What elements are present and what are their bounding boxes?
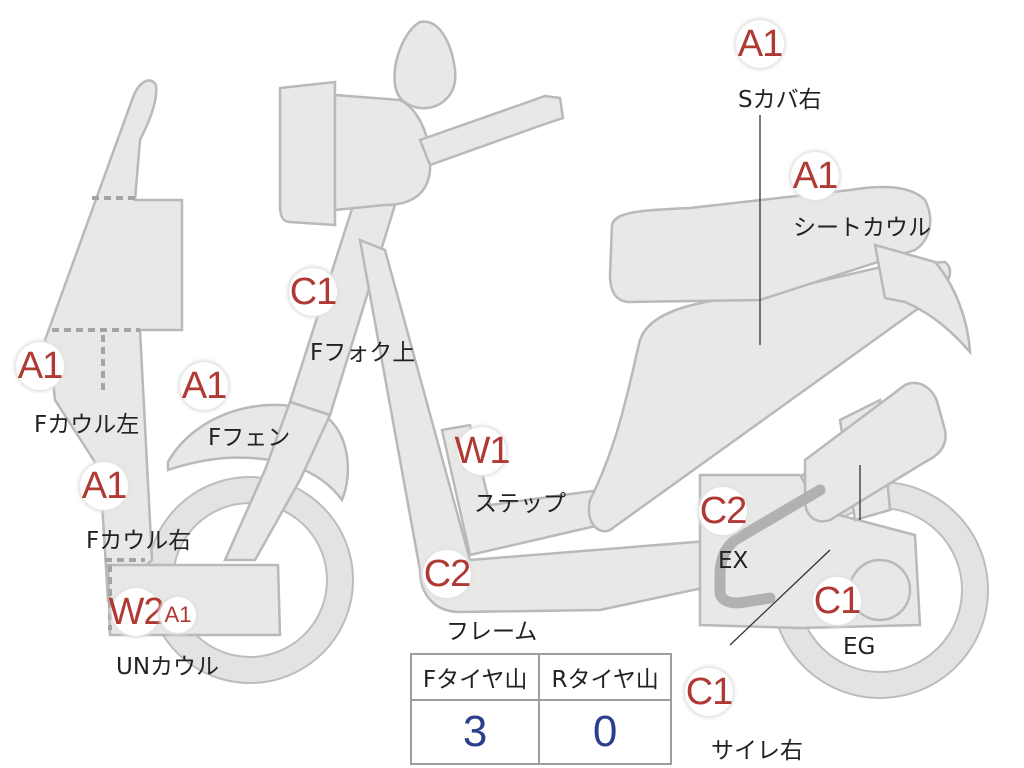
part-label-under-cowl: UNカウル — [116, 654, 220, 680]
grade-badge-front-cowl-right: A1 — [80, 462, 128, 510]
part-label-s-cover-right: Sカバ右 — [738, 87, 822, 113]
grade-badge-front-cowl-left: A1 — [16, 342, 64, 390]
front-tire-value: 3 — [409, 699, 541, 765]
table-header-row: Fタイヤ山 Rタイヤ山 — [409, 653, 672, 701]
grade-badge-under-cowl-secondary: A1 — [160, 597, 196, 633]
fork-lower-shape — [223, 400, 332, 562]
handlebar-shape — [418, 94, 565, 167]
part-label-seat-cowl: シートカウル — [793, 215, 931, 241]
grade-badge-exhaust: C2 — [699, 487, 747, 535]
table-value-row: 3 0 — [409, 699, 672, 765]
part-label-front-fender: Fフェン — [208, 425, 291, 451]
exhaust-pipe-shape — [714, 484, 826, 609]
grade-badge-front-fork-upper: C1 — [289, 268, 337, 316]
grade-badge-front-fender: A1 — [180, 362, 228, 410]
mirror-shape — [393, 20, 457, 110]
grade-badge-frame: C2 — [423, 550, 471, 598]
grade-badge-muffler-right: C1 — [685, 668, 733, 716]
muffler-shape — [803, 381, 947, 523]
grade-badge-seat-cowl: A1 — [791, 152, 839, 200]
headlight-housing-shape — [333, 93, 432, 212]
tire-tread-table: Fタイヤ山 Rタイヤ山 3 0 — [409, 653, 672, 765]
part-label-step: ステップ — [474, 491, 566, 517]
grade-badge-step: W1 — [455, 427, 511, 475]
front-tire-header: Fタイヤ山 — [409, 653, 541, 701]
part-label-exhaust: EX — [718, 548, 749, 574]
part-label-engine: EG — [843, 634, 876, 660]
part-label-front-fork-upper: Fフォク上 — [310, 340, 416, 366]
leader-muffler — [729, 549, 831, 646]
grade-badge-s-cover-right: A1 — [736, 20, 784, 68]
part-label-front-cowl-right: Fカウル右 — [86, 528, 192, 554]
seat-shape — [608, 185, 932, 304]
rear-tire-value: 0 — [538, 699, 672, 765]
rear-tire-header: Rタイヤ山 — [538, 653, 672, 701]
seat-cowl-shape — [873, 243, 972, 356]
grade-badge-under-cowl: W2 — [109, 588, 165, 636]
part-label-frame: フレーム — [446, 619, 538, 645]
grade-badge-engine: C1 — [813, 577, 861, 625]
headlight-shape — [278, 80, 337, 227]
part-label-muffler-right: サイレ右 — [711, 738, 803, 764]
front-cowl-shape — [43, 79, 184, 603]
part-label-front-cowl-left: Fカウル左 — [34, 412, 140, 438]
